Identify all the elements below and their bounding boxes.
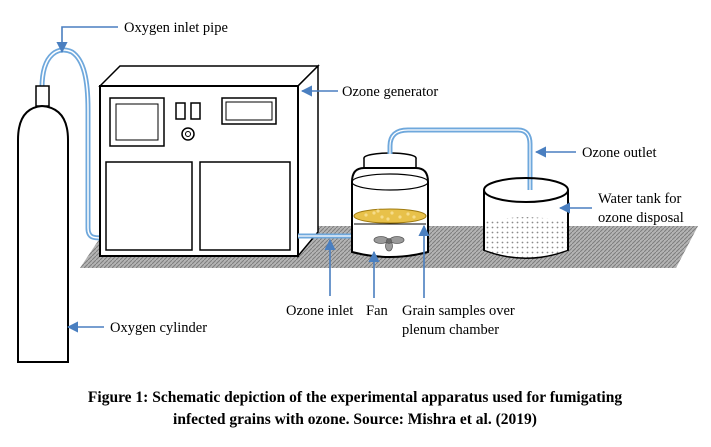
label-water-tank-line2: ozone disposal (598, 210, 684, 226)
figure-caption-line2: infected grains with ozone. Source: Mish… (173, 411, 537, 428)
label-grain-samples-line2: plenum chamber (402, 322, 499, 338)
label-oxygen-inlet-pipe: Oxygen inlet pipe (124, 20, 228, 36)
label-ozone-outlet: Ozone outlet (582, 145, 657, 161)
arrow-oxygen-inlet-pipe (56, 26, 118, 54)
label-grain-samples-line1: Grain samples over (402, 303, 515, 319)
label-water-tank-line1: Water tank for (598, 191, 682, 207)
ozone-generator (98, 64, 320, 259)
label-fan: Fan (366, 303, 389, 319)
fumigation-jar (351, 152, 429, 258)
water-tank (483, 177, 569, 259)
figure-caption-line1: Figure 1: Schematic depiction of the exp… (88, 389, 622, 406)
label-oxygen-cylinder: Oxygen cylinder (110, 320, 207, 336)
label-ozone-inlet: Ozone inlet (286, 303, 353, 319)
oxygen-cylinder (17, 85, 69, 363)
fan-icon (373, 236, 405, 252)
label-ozone-generator: Ozone generator (342, 84, 438, 100)
callout-arrows (56, 26, 592, 333)
